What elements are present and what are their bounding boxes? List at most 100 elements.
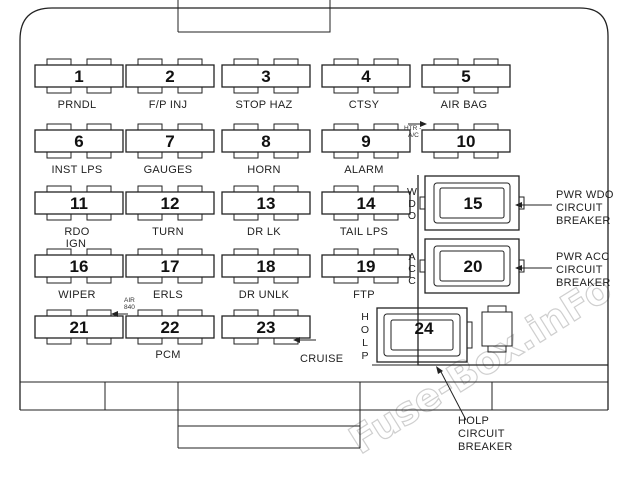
fuse-number: 13 (257, 194, 276, 213)
fuse-number: 10 (457, 132, 476, 151)
fuse-label: INST LPS (51, 164, 102, 176)
fuse-number: 12 (161, 194, 180, 213)
fuse-3 (221, 58, 311, 94)
cruise-label: CRUISE (300, 353, 343, 365)
fuse-number: 11 (70, 194, 88, 213)
acc-side-label-letter: C (408, 263, 416, 275)
fuse-number: 1 (74, 67, 83, 86)
wdo-side-label-letter: W (407, 186, 417, 198)
fuse-label: TAIL LPS (340, 226, 388, 238)
cruise-arrow-head (293, 337, 300, 343)
wdo-side-label-letter: O (408, 210, 416, 222)
fuse-9 (321, 123, 411, 159)
holp-side-label-letter: O (361, 324, 369, 336)
breaker-24-number: 24 (415, 319, 434, 338)
acc-side-label-letter: A (408, 251, 415, 263)
acc-leader-head (515, 265, 522, 271)
breaker-24 (376, 307, 473, 363)
fuse-number: 5 (461, 67, 470, 86)
fuse-8 (221, 123, 311, 159)
fuse-10 (421, 123, 511, 159)
acc-side-label: ACC (408, 251, 416, 287)
fuse-23 (221, 309, 311, 345)
fuse-number: 21 (70, 318, 89, 337)
fuse-16 (34, 248, 124, 284)
fuse-label: AIR BAG (441, 99, 488, 111)
holp-callout-line: HOLP (458, 415, 489, 427)
fuse-13 (221, 185, 311, 221)
htr-label: HTR - (404, 125, 421, 132)
air-arrow-head (111, 311, 118, 317)
fuse-18 (221, 248, 311, 284)
fuse-label: F/P INJ (149, 99, 188, 111)
fuse-12 (125, 185, 215, 221)
fuse-number: 17 (161, 257, 180, 276)
fuse-14 (321, 185, 411, 221)
pwr-acc-callout-line: PWR ACC (556, 251, 609, 263)
holp-leader-head (436, 366, 443, 374)
fuse-label: GAUGES (144, 164, 193, 176)
fuse-21 (34, 309, 124, 345)
holp-side-label-letter: L (362, 337, 368, 349)
fuse-number: 4 (361, 67, 371, 86)
fuse-layer (34, 58, 552, 421)
fuse-number: 19 (357, 257, 376, 276)
fuse-number: 8 (261, 132, 270, 151)
fuse-label: STOP HAZ (235, 99, 292, 111)
holp-side-label-letter: P (361, 350, 368, 362)
fuse-19 (321, 248, 411, 284)
fuse-17 (125, 248, 215, 284)
fuse-label: PRNDL (58, 99, 97, 111)
fuse-label: FTP (353, 289, 375, 301)
fuse-7 (125, 123, 215, 159)
fuse-4 (321, 58, 411, 94)
fuse-label: RDO (64, 226, 89, 238)
wdo-side-label-letter: D (408, 198, 416, 210)
holp-side-label: HOLP (361, 311, 369, 362)
holp-callout-line: CIRCUIT (458, 428, 505, 440)
ac-label: A/C (408, 132, 419, 139)
fuse-22 (125, 309, 215, 345)
pwr-wdo-callout-line: BREAKER (556, 215, 611, 227)
fuse-number: 9 (361, 132, 370, 151)
fuse-number: 18 (257, 257, 276, 276)
fuse-label: HORN (247, 164, 281, 176)
fuse-label: CTSY (349, 99, 380, 111)
spare-terminal (481, 305, 513, 353)
wdo-side-label: WDO (407, 186, 417, 222)
top-tab (177, 0, 331, 33)
holp-callout-line: BREAKER (458, 441, 513, 453)
fuse-number: 7 (165, 132, 174, 151)
fuse-1 (34, 58, 124, 94)
fuse-number: 22 (161, 318, 180, 337)
ign-label: IGN (66, 238, 86, 250)
pwr-wdo-callout-line: PWR WDO (556, 189, 614, 201)
air-label: AIR (124, 297, 135, 304)
breaker-20-number: 20 (464, 257, 483, 276)
air-840-label: 840 (124, 304, 135, 311)
fuse-number: 3 (261, 67, 270, 86)
fuse-number: 14 (357, 194, 376, 213)
fuse-number: 23 (257, 318, 276, 337)
pwr-acc-callout-line: CIRCUIT (556, 264, 603, 276)
pwr-wdo-callout-line: CIRCUIT (556, 202, 603, 214)
fuse-label: WIPER (58, 289, 96, 301)
fuse-label: DR LK (247, 226, 281, 238)
holp-side-label-letter: H (361, 311, 369, 323)
htr-arrow-head (420, 121, 427, 127)
fuse-label: ERLS (153, 289, 183, 301)
fuse-6 (34, 123, 124, 159)
fuse-2 (125, 58, 215, 94)
breaker-15-number: 15 (464, 194, 483, 213)
breaker-20 (419, 238, 525, 294)
fuse-label: ALARM (344, 164, 383, 176)
fuse-number: 2 (165, 67, 174, 86)
fuse-label: DR UNLK (239, 289, 290, 301)
fuse-label: PCM (155, 349, 180, 361)
housing-outline (19, 7, 609, 410)
